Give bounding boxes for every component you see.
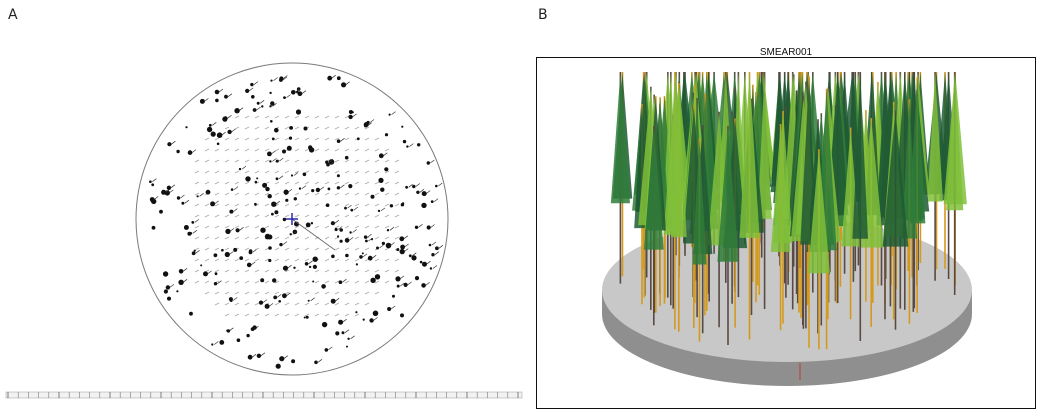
tree-models [610,72,967,350]
render-title: SMEAR001 [759,47,813,58]
direction-line [291,218,336,251]
plot-center-marker [286,213,298,225]
plot-boundary-circle [135,62,449,376]
tree-positions [149,74,444,369]
stand-map-panel [0,40,530,409]
forest-3d-render-panel [536,57,1036,409]
panel-label-b: B [538,7,548,23]
forest-3d-render [602,72,972,386]
sampling-grid [194,115,400,317]
scale-bar [5,391,523,399]
panel-label-a: A [8,7,18,23]
stand-map-figure [5,62,523,399]
